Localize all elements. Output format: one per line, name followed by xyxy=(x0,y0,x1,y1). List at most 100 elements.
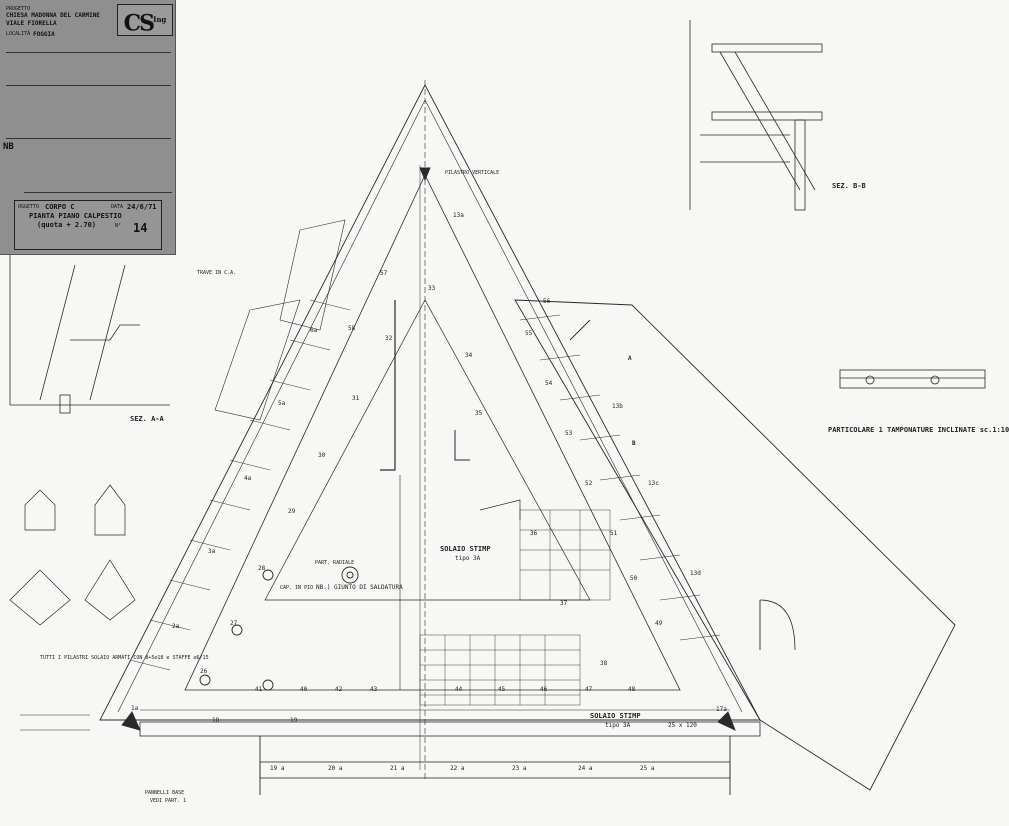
num-52: 52 xyxy=(585,480,593,487)
num-46: 46 xyxy=(540,686,548,693)
sheet-number: 14 xyxy=(133,221,148,235)
num-29: 29 xyxy=(288,508,296,515)
num-50: 50 xyxy=(630,575,638,582)
pianta-value: PIANTA PIANO CALPESTIO xyxy=(29,212,122,220)
nb-note: NB.) GIUNTO DI SALDATURA xyxy=(316,584,403,591)
num-21a: 21 a xyxy=(390,765,405,772)
num-30: 30 xyxy=(318,452,326,459)
num-19a: 19 a xyxy=(270,765,285,772)
num-1a: 1a xyxy=(131,705,139,712)
num-34: 34 xyxy=(465,352,473,359)
num-3a: 3a xyxy=(208,548,216,555)
particolare-label: PARTICOLARE 1 TAMPONATURE INCLINATE sc.1… xyxy=(828,426,1009,434)
num-51: 51 xyxy=(610,530,618,537)
num-41: 41 xyxy=(255,686,263,693)
solaio-top-tipo: tipo 3A xyxy=(455,555,481,562)
part-radiale-note: PART. RADIALE xyxy=(315,560,355,566)
num-45: 45 xyxy=(498,686,506,693)
num-13d: 13d xyxy=(690,570,701,577)
data-label: DATA xyxy=(111,204,124,210)
num-55: 55 xyxy=(525,330,533,337)
sheet-info-box: OGGETTO CORPO C PIANTA PIANO CALPESTIO (… xyxy=(14,200,162,250)
num-56: 56 xyxy=(543,298,551,305)
sheet-label: N° xyxy=(115,223,122,229)
num-22a: 22 a xyxy=(450,765,465,772)
num-36: 36 xyxy=(530,530,538,537)
num-27: 27 xyxy=(230,620,238,627)
spec-lines-1 xyxy=(6,52,171,86)
pilastro-verticale-note: PILASTRO VERTICALE xyxy=(445,170,500,176)
num-42: 42 xyxy=(335,686,343,693)
num-13b: 13b xyxy=(612,403,623,410)
localita-value: FOGGIA xyxy=(33,31,55,39)
num-38: 38 xyxy=(600,660,608,667)
num-24a: 24 a xyxy=(578,765,593,772)
inner-triangle xyxy=(184,174,681,691)
num-44: 44 xyxy=(455,686,463,693)
dimension-label: 25 x 120 xyxy=(668,722,697,729)
spec-lines-2 xyxy=(6,90,171,139)
spec-lines-3 xyxy=(24,142,172,193)
num-33: 33 xyxy=(428,285,436,292)
title-block: PROGETTO CHIESA MADONNA DEL CARMINE VIAL… xyxy=(0,0,176,255)
solaio-bottom-label: SOLAIO STIMP xyxy=(590,712,641,720)
trave-ca-note: TRAVE IN C.A. xyxy=(197,270,237,276)
num-54: 54 xyxy=(545,380,553,387)
section-marker-b: B xyxy=(632,440,636,447)
num-18: 18 xyxy=(212,717,220,724)
section-bb-label: SEZ. B-B xyxy=(832,182,866,190)
innermost-triangle xyxy=(264,299,591,601)
num-6a: 6a xyxy=(310,327,318,334)
num-13c: 13c xyxy=(648,480,659,487)
cap-pilastro-note: CAP. IN PIO xyxy=(280,585,314,591)
num-48: 48 xyxy=(628,686,636,693)
oggetto-value: CORPO C xyxy=(45,203,75,211)
num-5a: 5a xyxy=(278,400,286,407)
num-35: 35 xyxy=(475,410,483,417)
right-wing xyxy=(514,299,956,791)
solaio-top-label: SOLAIO STIMP xyxy=(440,545,491,553)
num-26: 26 xyxy=(200,668,208,675)
num-13a: 13a xyxy=(453,212,464,219)
num-47: 47 xyxy=(585,686,593,693)
quota-value: (quota + 2.70) xyxy=(37,221,97,229)
num-58: 58 xyxy=(348,325,356,332)
num-28: 28 xyxy=(258,565,266,572)
progetto-value-row: CHIESA MADONNA DEL CARMINE VIALE FIORELL… xyxy=(6,12,111,27)
pannelli-note: PANNELLI BASE xyxy=(145,790,185,796)
solaio-bottom-tipo: tipo 3A xyxy=(605,722,631,729)
num-49: 49 xyxy=(655,620,663,627)
num-31: 31 xyxy=(352,395,360,402)
num-43: 43 xyxy=(370,686,378,693)
progetto-row: PROGETTO xyxy=(6,6,169,12)
num-20a: 20 a xyxy=(328,765,343,772)
num-32: 32 xyxy=(385,335,393,342)
num-53: 53 xyxy=(565,430,573,437)
progetto-label: PROGETTO xyxy=(6,6,31,12)
num-37: 37 xyxy=(560,600,568,607)
tutti-pilastri-note: TUTTI I PILASTRI SOLAIO ARMATI CON 8+5∅1… xyxy=(40,655,209,661)
num-2a: 2a xyxy=(172,623,180,630)
num-40: 40 xyxy=(300,686,308,693)
section-aa-label: SEZ. A-A xyxy=(130,415,164,423)
logo-sup: Ing xyxy=(153,15,167,24)
num-23a: 23 a xyxy=(512,765,527,772)
nb-label: NB xyxy=(3,142,14,152)
oggetto-label: OGGETTO xyxy=(18,204,40,210)
vedi-part-note: VEDI PART. 1 xyxy=(150,798,187,804)
num-4a: 4a xyxy=(244,475,252,482)
progetto-value: CHIESA MADONNA DEL CARMINE VIALE FIORELL… xyxy=(6,12,100,27)
num-19: 19 xyxy=(290,717,298,724)
cs-logo: CSIng xyxy=(117,4,173,36)
localita-label: LOCALITÀ xyxy=(6,31,31,38)
localita-row: LOCALITÀ FOGGIA xyxy=(6,31,169,39)
num-17a: 17a xyxy=(716,706,727,713)
section-marker-a: A xyxy=(628,355,632,362)
num-57: 57 xyxy=(380,270,388,277)
data-value: 24/6/71 xyxy=(127,203,157,211)
outer-triangle xyxy=(99,84,761,721)
num-25a: 25 a xyxy=(640,765,655,772)
logo-text: CS xyxy=(123,10,155,37)
